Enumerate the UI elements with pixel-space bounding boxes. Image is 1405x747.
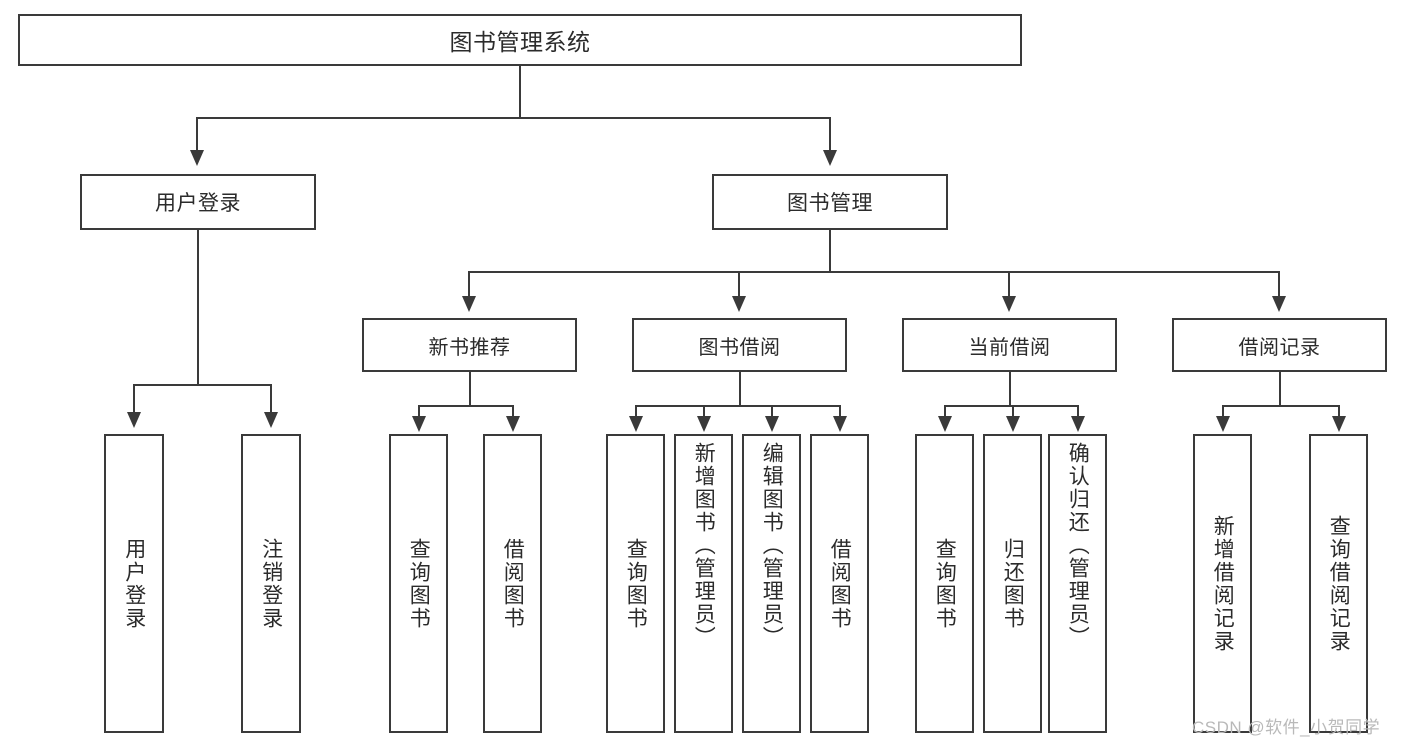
connector-new-book-bar (418, 405, 513, 407)
connector-book-borrow-drop-3 (771, 405, 773, 420)
connector-book-mgmt-drop-1 (468, 271, 470, 299)
leaf-add-book-admin[interactable]: 新增图书（管理员） (674, 434, 733, 733)
leaf-label: 查询借阅记录 (1327, 514, 1351, 653)
connector-root-drop-right (829, 117, 831, 153)
leaf-label: 确认归还（管理员） (1066, 442, 1090, 649)
leaf-logout[interactable]: 注销登录 (241, 434, 301, 733)
arrow-to-leaf-query-book-a (412, 416, 426, 432)
connector-user-login-drop-2 (270, 384, 272, 415)
node-user-login[interactable]: 用户登录 (80, 174, 316, 230)
arrow-to-leaf-confirm-return (1071, 416, 1085, 432)
leaf-edit-book-admin[interactable]: 编辑图书（管理员） (742, 434, 801, 733)
leaf-label: 用户登录 (122, 537, 146, 630)
arrow-to-leaf-add-book (697, 416, 711, 432)
leaf-user-login[interactable]: 用户登录 (104, 434, 164, 733)
connector-root-drop-left (196, 117, 198, 153)
leaf-query-book-current[interactable]: 查询图书 (915, 434, 974, 733)
connector-borrow-record-bar (1222, 405, 1339, 407)
connector-new-book-stem (469, 372, 471, 406)
connector-user-login-drop-1 (133, 384, 135, 415)
node-new-book-recommend[interactable]: 新书推荐 (362, 318, 577, 372)
leaf-label: 借阅图书 (501, 537, 525, 630)
leaf-add-borrow-record[interactable]: 新增借阅记录 (1193, 434, 1252, 733)
arrow-to-leaf-query-borrow-record (1332, 416, 1346, 432)
leaf-query-book-borrow[interactable]: 查询图书 (606, 434, 665, 733)
leaf-label: 注销登录 (259, 537, 283, 630)
arrow-to-leaf-borrow-book-b (833, 416, 847, 432)
leaf-borrow-book-borrow[interactable]: 借阅图书 (810, 434, 869, 733)
node-label: 图书管理系统 (449, 29, 591, 55)
node-borrow-record[interactable]: 借阅记录 (1172, 318, 1387, 372)
node-label: 当前借阅 (968, 336, 1051, 359)
connector-book-borrow-drop-1 (635, 405, 637, 420)
connector-book-mgmt-drop-2 (738, 271, 740, 299)
leaf-query-book-recommend[interactable]: 查询图书 (389, 434, 448, 733)
connector-user-login-stem (197, 230, 199, 385)
leaf-borrow-book-recommend[interactable]: 借阅图书 (483, 434, 542, 733)
connector-user-login-bar (133, 384, 271, 386)
connector-current-borrow-bar (944, 405, 1077, 407)
leaf-confirm-return-admin[interactable]: 确认归还（管理员） (1048, 434, 1107, 733)
connector-new-book-drop-2 (512, 405, 514, 420)
arrow-to-leaf-logout (264, 412, 278, 428)
leaf-return-book[interactable]: 归还图书 (983, 434, 1042, 733)
node-book-borrow[interactable]: 图书借阅 (632, 318, 847, 372)
arrow-to-user-login (190, 150, 204, 166)
connector-borrow-record-drop-1 (1222, 405, 1224, 420)
arrow-to-leaf-return-book (1006, 416, 1020, 432)
leaf-label: 查询图书 (933, 537, 957, 630)
arrow-to-book-borrow (732, 296, 746, 312)
connector-book-mgmt-drop-4 (1278, 271, 1280, 299)
node-current-borrow[interactable]: 当前借阅 (902, 318, 1117, 372)
node-label: 图书管理 (787, 192, 873, 215)
connector-book-borrow-drop-2 (703, 405, 705, 420)
arrow-to-leaf-query-book-c (938, 416, 952, 432)
connector-borrow-record-stem (1279, 372, 1281, 406)
arrow-to-leaf-user-login (127, 412, 141, 428)
connector-root-bar (196, 117, 831, 119)
connector-book-borrow-bar (635, 405, 841, 407)
connector-book-mgmt-bar (468, 271, 1280, 273)
leaf-query-borrow-record[interactable]: 查询借阅记录 (1309, 434, 1368, 733)
leaf-label: 归还图书 (1001, 537, 1025, 630)
node-root-library-system[interactable]: 图书管理系统 (18, 14, 1022, 66)
leaf-label: 新增图书（管理员） (692, 442, 716, 649)
leaf-label: 查询图书 (407, 537, 431, 630)
connector-book-mgmt-drop-3 (1008, 271, 1010, 299)
arrow-to-borrow-record (1272, 296, 1286, 312)
connector-current-borrow-stem (1009, 372, 1011, 406)
arrow-to-leaf-borrow-book-a (506, 416, 520, 432)
arrow-to-leaf-query-book-b (629, 416, 643, 432)
arrow-to-leaf-edit-book (765, 416, 779, 432)
node-label: 用户登录 (155, 192, 241, 215)
connector-current-borrow-drop-3 (1077, 405, 1079, 420)
connector-root-stem (519, 66, 521, 118)
arrow-to-leaf-add-borrow-record (1216, 416, 1230, 432)
connector-current-borrow-drop-1 (944, 405, 946, 420)
leaf-label: 新增借阅记录 (1211, 514, 1235, 653)
node-label: 借阅记录 (1238, 336, 1321, 359)
leaf-label: 编辑图书（管理员） (760, 442, 784, 649)
connector-current-borrow-drop-2 (1012, 405, 1014, 420)
arrow-to-book-management (823, 150, 837, 166)
connector-book-mgmt-stem (829, 230, 831, 272)
leaf-label: 借阅图书 (828, 537, 852, 630)
node-label: 新书推荐 (428, 336, 511, 359)
leaf-label: 查询图书 (624, 537, 648, 630)
connector-new-book-drop-1 (418, 405, 420, 420)
connector-book-borrow-stem (739, 372, 741, 406)
node-book-management[interactable]: 图书管理 (712, 174, 948, 230)
arrow-to-current-borrow (1002, 296, 1016, 312)
node-label: 图书借阅 (698, 336, 781, 359)
connector-book-borrow-drop-4 (839, 405, 841, 420)
arrow-to-new-book-recommend (462, 296, 476, 312)
connector-borrow-record-drop-2 (1338, 405, 1340, 420)
